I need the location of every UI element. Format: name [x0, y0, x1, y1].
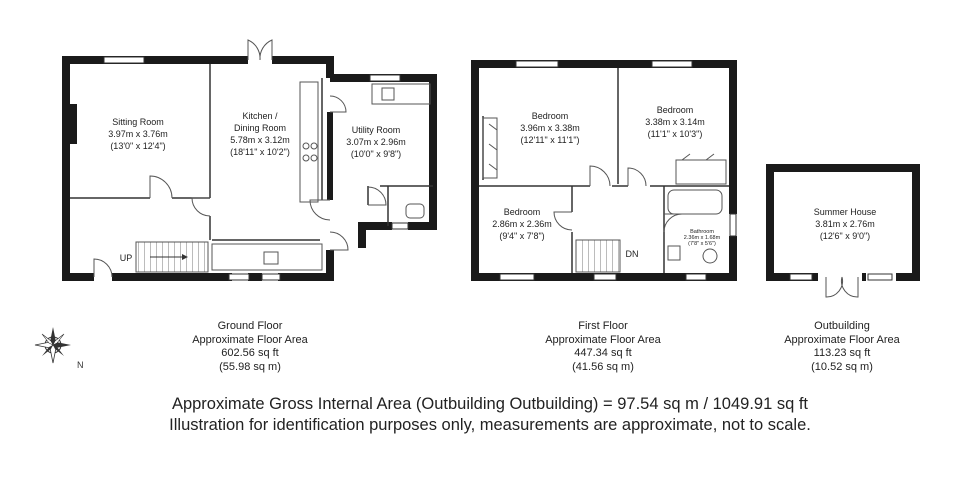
- bedroom-3-imperial: (9'4" x 7'8"): [499, 231, 544, 241]
- bedroom-1-metric: 3.96m x 3.38m: [520, 123, 580, 133]
- stairs-down-label: DN: [626, 249, 639, 259]
- bathroom-name: Bathroom: [690, 229, 714, 235]
- kitchen-metric: 5.78m x 3.12m: [230, 135, 290, 145]
- compass-icon: [34, 327, 71, 364]
- outbuilding-sqft: 113.23 sq ft: [813, 347, 871, 359]
- ground-floor-sqm: (55.98 sq m): [219, 360, 281, 373]
- bedroom-2-metric: 3.38m x 3.14m: [645, 117, 705, 127]
- first-floor-subtitle: Approximate Floor Area: [545, 333, 661, 346]
- first-floor-plan: [471, 60, 737, 281]
- utility-room-metric: 3.07m x 2.96m: [346, 137, 406, 147]
- stairs-up-label: UP: [120, 253, 133, 263]
- ground-floor-area: Ground Floor Approximate Floor Area 602.…: [180, 320, 320, 374]
- outbuilding-plan: [766, 164, 920, 298]
- bedroom-1-imperial: (12'11" x 11'1"): [520, 135, 579, 145]
- bathroom-metric: 2.36m x 1.68m: [684, 235, 721, 241]
- outbuilding-area: Outbuilding Approximate Floor Area 113.2…: [772, 320, 912, 374]
- ground-floor-sqft: 602.56 sq ft: [221, 347, 279, 359]
- bedroom-1-name: Bedroom: [532, 111, 569, 121]
- gross-area-text: Approximate Gross Internal Area (Outbuil…: [171, 395, 809, 413]
- compass-north-label: N: [77, 360, 84, 370]
- kitchen-name-1: Kitchen /: [242, 111, 278, 121]
- ground-floor-plan: [62, 39, 437, 281]
- summer-house-metric: 3.81m x 2.76m: [815, 219, 875, 229]
- first-floor-title: First Floor: [578, 320, 628, 332]
- ground-floor-title: Ground Floor: [217, 320, 283, 332]
- utility-room-imperial: (10'0" x 9'8"): [351, 149, 401, 159]
- outbuilding-subtitle: Approximate Floor Area: [784, 333, 900, 346]
- disclaimer-text: Illustration for identification purposes…: [169, 416, 811, 434]
- bedroom-3-name: Bedroom: [504, 207, 541, 217]
- kitchen-imperial: (18'11" x 10'2"): [230, 147, 290, 157]
- sitting-room-metric: 3.97m x 3.76m: [108, 129, 168, 139]
- summer-house-name: Summer House: [814, 207, 877, 217]
- outbuilding-title: Outbuilding: [814, 320, 870, 332]
- ground-floor-subtitle: Approximate Floor Area: [192, 333, 308, 346]
- first-floor-sqm: (41.56 sq m): [572, 360, 634, 373]
- bathroom-imperial: (7'8" x 5'6"): [688, 241, 716, 247]
- utility-room-name: Utility Room: [352, 125, 401, 135]
- first-floor-area: First Floor Approximate Floor Area 447.3…: [533, 320, 673, 374]
- bedroom-3-metric: 2.86m x 2.36m: [492, 219, 552, 229]
- bedroom-2-imperial: (11'1" x 10'3"): [648, 129, 703, 139]
- outbuilding-sqm: (10.52 sq m): [811, 360, 873, 373]
- bedroom-2-name: Bedroom: [657, 105, 694, 115]
- kitchen-name-2: Dining Room: [234, 123, 286, 133]
- sitting-room-name: Sitting Room: [112, 117, 164, 127]
- sitting-room-imperial: (13'0" x 12'4"): [110, 141, 165, 151]
- summer-house-imperial: (12'6" x 9'0"): [820, 231, 870, 241]
- first-floor-sqft: 447.34 sq ft: [574, 347, 632, 359]
